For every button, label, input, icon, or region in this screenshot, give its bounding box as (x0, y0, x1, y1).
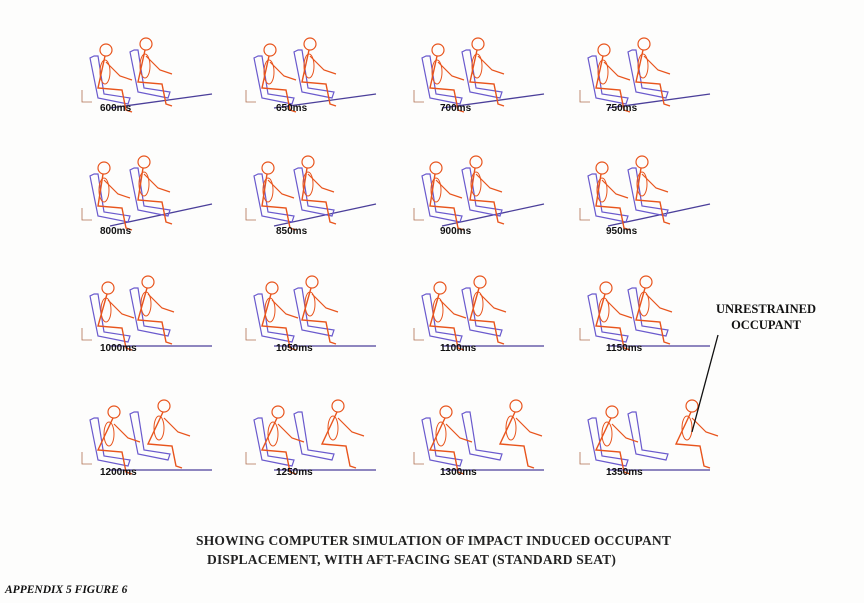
simulation-frame: 1050ms (236, 268, 396, 378)
frame-time-label: 1250ms (276, 467, 313, 478)
frame-time-label: 900ms (440, 226, 472, 237)
caption-line-1: SHOWING COMPUTER SIMULATION OF IMPACT IN… (196, 533, 672, 548)
occupant-seat-drawing (81, 399, 212, 475)
frame-time-label: 600ms (100, 103, 132, 114)
axis-triad-icon (81, 208, 92, 221)
appendix-label: APPENDIX 5 FIGURE 6 (5, 584, 128, 596)
simulation-frame: 850ms (236, 148, 396, 258)
annotation-line-2: OCCUPANT (731, 318, 801, 332)
frame-time-label: 750ms (606, 103, 638, 114)
occupant-seat-drawing (579, 37, 711, 113)
occupant-seat-drawing (413, 155, 545, 231)
occupant-seat-drawing (245, 275, 376, 351)
axis-triad-icon (579, 90, 590, 103)
simulation-frame: 1200ms (72, 392, 232, 502)
occupant-seat-drawing (81, 275, 212, 351)
simulation-frame: 1350ms (570, 392, 730, 502)
occupant-seat-drawing (413, 37, 545, 113)
axis-triad-icon (413, 328, 424, 341)
occupant-seat-drawing (579, 275, 710, 351)
axis-triad-icon (413, 90, 424, 103)
simulation-frame: 800ms (72, 148, 232, 258)
axis-triad-icon (245, 208, 256, 221)
occupant-seat-drawing (245, 37, 377, 113)
simulation-frame: 1300ms (404, 392, 564, 502)
frame-time-label: 1150ms (606, 343, 643, 354)
unrestrained-occupant-annotation: UNRESTRAINED OCCUPANT (716, 301, 816, 333)
axis-triad-icon (579, 452, 590, 465)
occupant-seat-drawing (413, 399, 544, 475)
simulation-frame: 600ms (72, 30, 232, 140)
frame-time-label: 1200ms (100, 467, 137, 478)
simulation-frame: 1000ms (72, 268, 232, 378)
frame-time-label: 1050ms (276, 343, 313, 354)
occupant-seat-drawing (81, 155, 213, 231)
frame-time-label: 950ms (606, 226, 638, 237)
axis-triad-icon (245, 90, 256, 103)
axis-triad-icon (579, 208, 590, 221)
frame-time-label: 1000ms (100, 343, 137, 354)
simulation-frame: 750ms (570, 30, 730, 140)
axis-triad-icon (245, 328, 256, 341)
simulation-frame: 900ms (404, 148, 564, 258)
frame-time-label: 850ms (276, 226, 308, 237)
occupant-seat-drawing (245, 399, 376, 475)
occupant-seat-drawing (81, 37, 213, 113)
axis-triad-icon (81, 90, 92, 103)
frame-time-label: 700ms (440, 103, 472, 114)
axis-triad-icon (81, 452, 92, 465)
axis-triad-icon (245, 452, 256, 465)
annotation-line-1: UNRESTRAINED (716, 302, 817, 316)
simulation-frame: 950ms (570, 148, 730, 258)
frame-time-label: 650ms (276, 103, 308, 114)
axis-triad-icon (81, 328, 92, 341)
occupant-seat-drawing (413, 275, 544, 351)
frame-time-label: 800ms (100, 226, 132, 237)
simulation-frame: 1150ms (570, 268, 730, 378)
occupant-seat-drawing (579, 155, 711, 231)
occupant-seat-drawing (245, 155, 377, 231)
frame-time-label: 1300ms (440, 467, 477, 478)
frame-time-label: 1100ms (440, 343, 477, 354)
axis-triad-icon (579, 328, 590, 341)
axis-triad-icon (413, 208, 424, 221)
caption-line-2: DISPLACEMENT, WITH AFT-FACING SEAT (STAN… (207, 552, 617, 567)
occupant-seat-drawing (579, 399, 719, 475)
frame-time-label: 1350ms (606, 467, 643, 478)
simulation-frame: 1250ms (236, 392, 396, 502)
simulation-frame: 1100ms (404, 268, 564, 378)
figure-caption: SHOWING COMPUTER SIMULATION OF IMPACT IN… (196, 531, 671, 569)
axis-triad-icon (413, 452, 424, 465)
simulation-frame: 650ms (236, 30, 396, 140)
simulation-frame: 700ms (404, 30, 564, 140)
